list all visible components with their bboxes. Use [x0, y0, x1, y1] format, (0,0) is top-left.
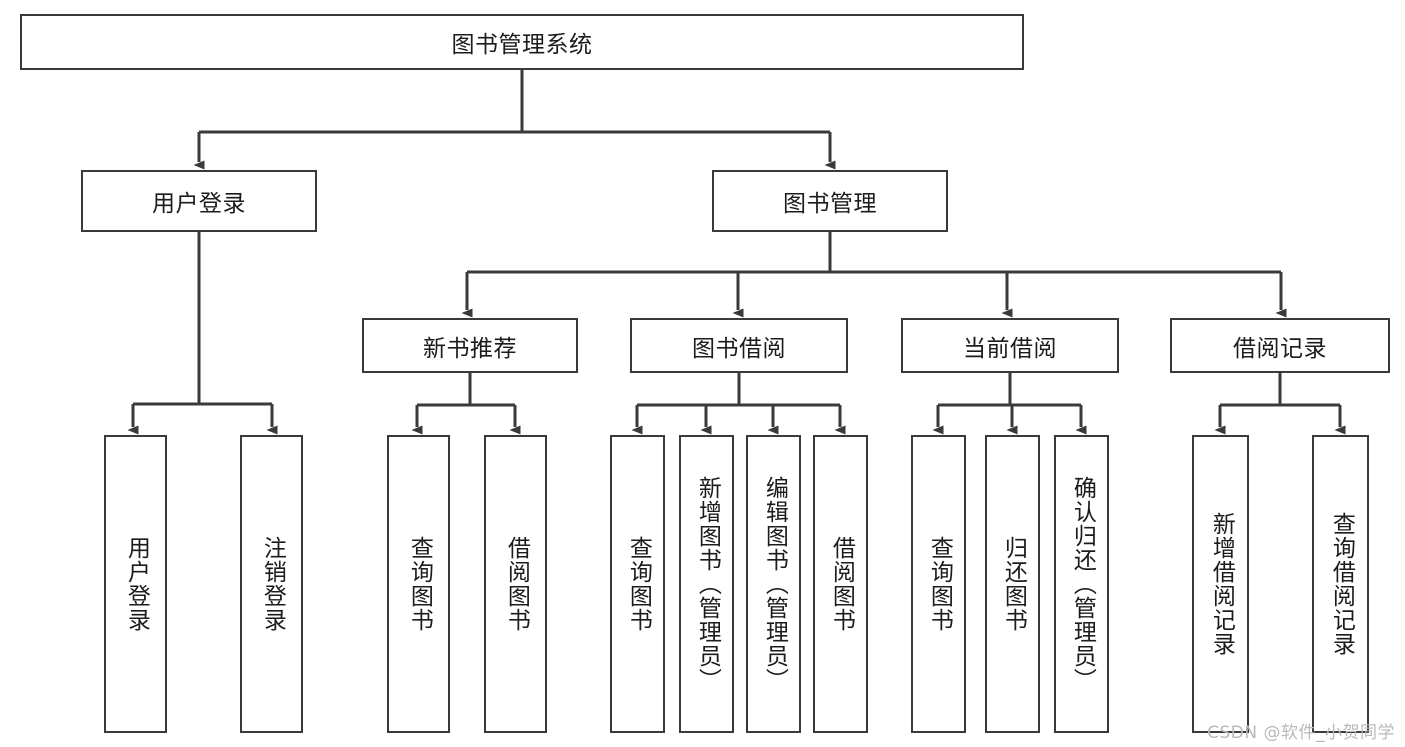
node-leaf-return-book[interactable]: 归还图书: [985, 435, 1040, 733]
node-user-login-label: 用户登录: [152, 191, 246, 217]
node-leaf-query-borrow-record[interactable]: 查询借阅记录: [1312, 435, 1369, 733]
node-leaf-confirm-return-admin[interactable]: 确认归还（管理员）: [1054, 435, 1109, 733]
node-leaf-user-login-label: 用户登录: [123, 536, 150, 632]
node-book-borrow-label: 图书借阅: [692, 335, 786, 362]
node-borrow-record-label: 借阅记录: [1233, 335, 1327, 362]
node-leaf-query-borrow-record-label: 查询借阅记录: [1328, 512, 1355, 656]
node-new-book-recommend[interactable]: 新书推荐: [362, 318, 578, 373]
node-leaf-add-book-admin[interactable]: 新增图书（管理员）: [679, 435, 734, 733]
node-leaf-query-book-rec-label: 查询图书: [406, 536, 433, 632]
node-leaf-query-book-borrow-label: 查询图书: [625, 536, 652, 632]
node-user-login[interactable]: 用户登录: [81, 170, 317, 232]
node-leaf-borrow-book[interactable]: 借阅图书: [813, 435, 868, 733]
node-leaf-user-login[interactable]: 用户登录: [104, 435, 167, 733]
node-book-management-label: 图书管理: [783, 191, 877, 217]
node-leaf-logout[interactable]: 注销登录: [240, 435, 303, 733]
node-root-label: 图书管理系统: [451, 32, 593, 58]
watermark: CSDN @软件_小贺同学: [1207, 723, 1395, 743]
node-new-book-recommend-label: 新书推荐: [423, 335, 517, 362]
node-current-borrow[interactable]: 当前借阅: [901, 318, 1119, 373]
node-leaf-query-book-current-label: 查询图书: [926, 536, 953, 632]
node-leaf-query-book-rec[interactable]: 查询图书: [387, 435, 450, 733]
node-leaf-borrow-book-rec[interactable]: 借阅图书: [484, 435, 547, 733]
node-book-borrow[interactable]: 图书借阅: [630, 318, 848, 373]
node-book-management[interactable]: 图书管理: [712, 170, 948, 232]
node-leaf-add-borrow-record[interactable]: 新增借阅记录: [1192, 435, 1249, 733]
node-leaf-query-book-borrow[interactable]: 查询图书: [610, 435, 665, 733]
node-leaf-query-book-current[interactable]: 查询图书: [911, 435, 966, 733]
node-leaf-return-book-label: 归还图书: [1000, 536, 1027, 632]
node-leaf-edit-book-admin[interactable]: 编辑图书（管理员）: [746, 435, 801, 733]
node-current-borrow-label: 当前借阅: [963, 335, 1057, 362]
node-leaf-add-borrow-record-label: 新增借阅记录: [1208, 512, 1235, 656]
node-leaf-borrow-book-rec-label: 借阅图书: [503, 536, 530, 632]
node-leaf-edit-book-admin-label: 编辑图书（管理员）: [761, 476, 788, 692]
node-root[interactable]: 图书管理系统: [20, 14, 1024, 70]
node-leaf-confirm-return-admin-label: 确认归还（管理员）: [1069, 476, 1096, 692]
node-leaf-add-book-admin-label: 新增图书（管理员）: [694, 476, 721, 692]
node-borrow-record[interactable]: 借阅记录: [1170, 318, 1390, 373]
node-leaf-borrow-book-label: 借阅图书: [828, 536, 855, 632]
node-leaf-logout-label: 注销登录: [259, 536, 286, 632]
